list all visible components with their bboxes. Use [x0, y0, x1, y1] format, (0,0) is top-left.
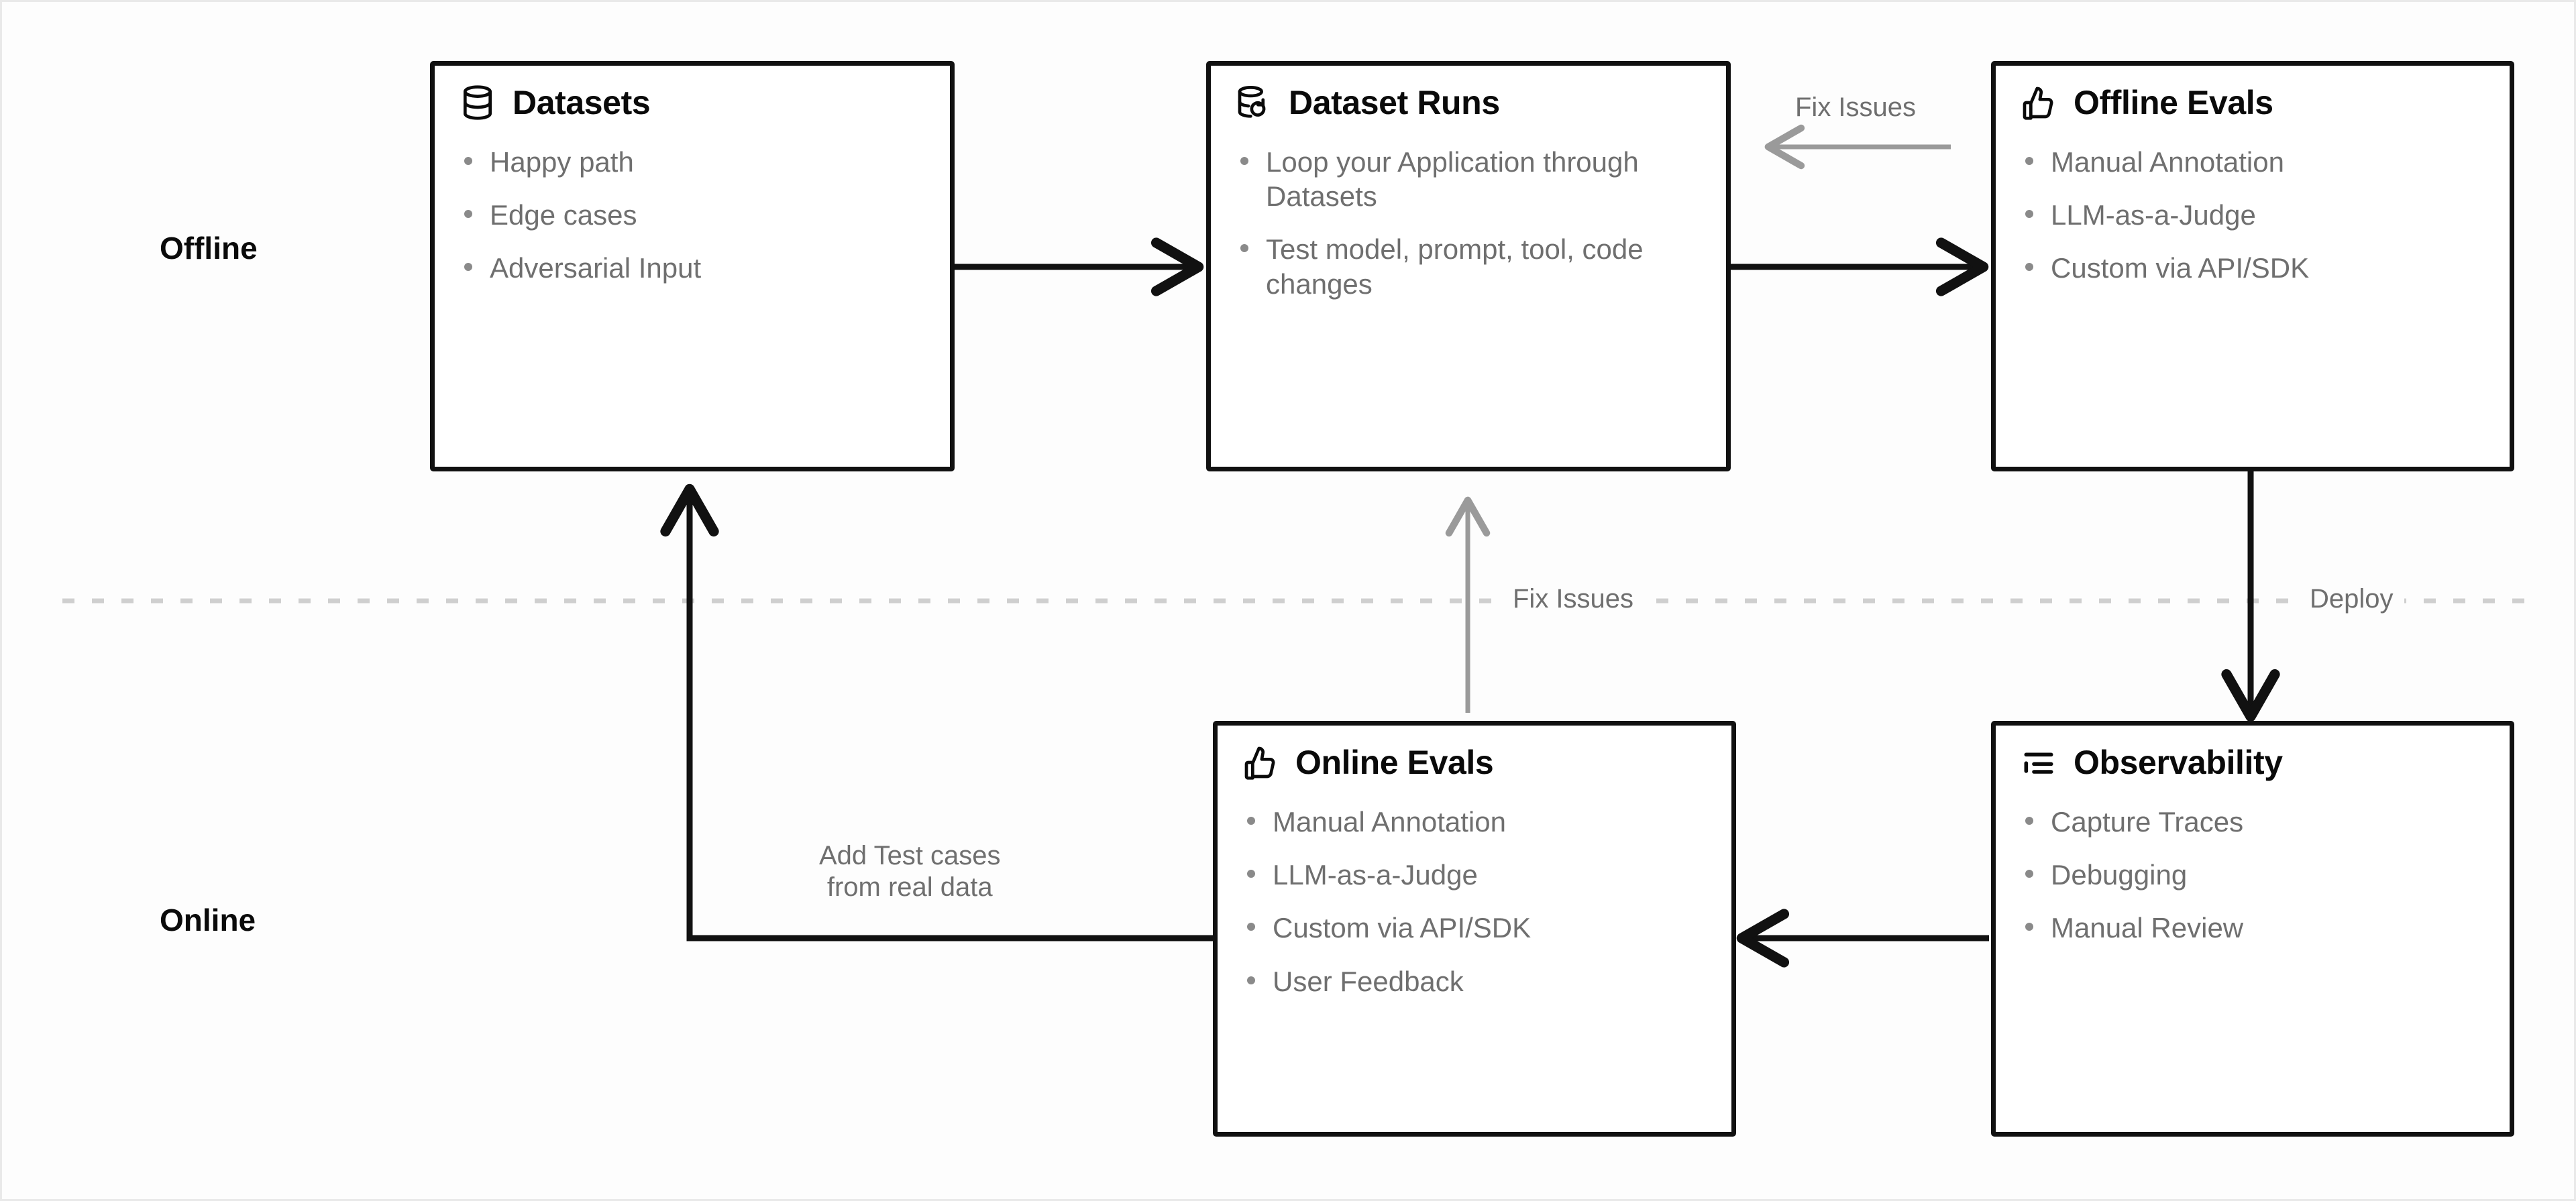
database-restore-icon — [1238, 86, 1266, 118]
bullet-dot — [464, 263, 472, 272]
node-offline-evals-bullets: Manual Annotation LLM-as-a-Judge Custom … — [2020, 145, 2487, 286]
node-dataset-runs-header: Dataset Runs — [1235, 83, 1703, 122]
edge-label-deploy: Deploy — [2299, 584, 2404, 614]
list-item-label: LLM-as-a-Judge — [2051, 199, 2256, 231]
list-item: Adversarial Input — [459, 251, 927, 285]
lane-label-online: Online — [160, 903, 256, 937]
node-online-evals-header: Online Evals — [1242, 743, 1709, 782]
list-item: Edge cases — [459, 198, 927, 232]
node-observability[interactable]: Observability Capture Traces Debugging M… — [1991, 721, 2514, 1137]
list-item-label: Adversarial Input — [490, 252, 702, 284]
list-item-label: Manual Annotation — [1273, 806, 1506, 838]
thumbs-up-icon — [1244, 746, 1275, 780]
list-item-label: Edge cases — [490, 199, 637, 231]
bullet-dot — [1240, 157, 1248, 165]
list-item-label: Test model, prompt, tool, code changes — [1266, 233, 1644, 300]
edge-label-fix-issues-middle: Fix Issues — [1502, 584, 1645, 614]
bullet-dot — [464, 210, 472, 219]
node-online-evals[interactable]: Online Evals Manual Annotation LLM-as-a-… — [1213, 721, 1736, 1137]
node-dataset-runs[interactable]: Dataset Runs Loop your Application throu… — [1206, 61, 1731, 471]
bullet-dot — [2025, 210, 2033, 219]
edge-label-add-test-cases: Add Test cases from real data — [812, 840, 1008, 904]
list-item-label: Loop your Application through Datasets — [1266, 146, 1639, 213]
list-item-label: Custom via API/SDK — [2051, 252, 2310, 284]
list-tree-icon — [2024, 752, 2053, 774]
list-item: Loop your Application through Datasets — [1235, 145, 1703, 213]
list-item-label: Manual Annotation — [2051, 146, 2284, 178]
list-item-label: Happy path — [490, 146, 634, 178]
node-observability-bullets: Capture Traces Debugging Manual Review — [2020, 805, 2487, 946]
list-item: Custom via API/SDK — [1242, 911, 1709, 945]
bullet-dot — [2025, 263, 2033, 272]
list-item-label: User Feedback — [1273, 965, 1464, 997]
node-online-evals-title: Online Evals — [1295, 744, 1494, 781]
edge-label-fix-issues-top: Fix Issues — [1784, 93, 1927, 123]
bullet-dot — [1247, 923, 1255, 931]
node-offline-evals-header: Offline Evals — [2020, 83, 2487, 122]
bullet-dot — [1247, 870, 1255, 878]
list-item-label: LLM-as-a-Judge — [1273, 859, 1478, 891]
bullet-dot — [1240, 244, 1248, 253]
bullet-dot — [2025, 817, 2033, 825]
list-item: LLM-as-a-Judge — [2020, 198, 2487, 232]
list-item-label: Custom via API/SDK — [1273, 912, 1532, 944]
bullet-dot — [2025, 157, 2033, 165]
node-datasets-title: Datasets — [513, 84, 651, 121]
list-item: Custom via API/SDK — [2020, 251, 2487, 285]
bullet-dot — [1247, 817, 1255, 825]
node-observability-header: Observability — [2020, 743, 2487, 782]
edge-label-add-test-cases-line1: Add Test cases — [819, 841, 1001, 870]
bullet-dot — [1247, 976, 1255, 984]
bullet-dot — [2025, 923, 2033, 931]
database-icon — [464, 85, 492, 120]
node-offline-evals[interactable]: Offline Evals Manual Annotation LLM-as-a… — [1991, 61, 2514, 471]
node-offline-evals-title: Offline Evals — [2074, 84, 2273, 121]
node-online-evals-bullets: Manual Annotation LLM-as-a-Judge Custom … — [1242, 805, 1709, 998]
node-dataset-runs-bullets: Loop your Application through Datasets T… — [1235, 145, 1703, 301]
list-item: User Feedback — [1242, 964, 1709, 998]
node-datasets[interactable]: Datasets Happy path Edge cases Adversari… — [430, 61, 955, 471]
list-item-label: Debugging — [2051, 859, 2188, 891]
list-item: Capture Traces — [2020, 805, 2487, 839]
list-item: Test model, prompt, tool, code changes — [1235, 232, 1703, 300]
node-datasets-header: Datasets — [459, 83, 927, 122]
list-item: Manual Review — [2020, 911, 2487, 945]
list-item: Manual Annotation — [2020, 145, 2487, 179]
list-item: LLM-as-a-Judge — [1242, 858, 1709, 892]
node-datasets-bullets: Happy path Edge cases Adversarial Input — [459, 145, 927, 286]
list-item-label: Manual Review — [2051, 912, 2244, 944]
thumbs-up-icon — [2023, 87, 2053, 120]
list-item: Manual Annotation — [1242, 805, 1709, 839]
list-item-label: Capture Traces — [2051, 806, 2244, 838]
list-item: Happy path — [459, 145, 927, 179]
bullet-dot — [464, 157, 472, 165]
bullet-dot — [2025, 870, 2033, 878]
node-dataset-runs-title: Dataset Runs — [1289, 84, 1500, 121]
lane-label-offline: Offline — [160, 231, 258, 266]
node-observability-title: Observability — [2074, 744, 2283, 781]
edge-label-add-test-cases-line2: from real data — [826, 872, 993, 903]
list-item: Debugging — [2020, 858, 2487, 892]
